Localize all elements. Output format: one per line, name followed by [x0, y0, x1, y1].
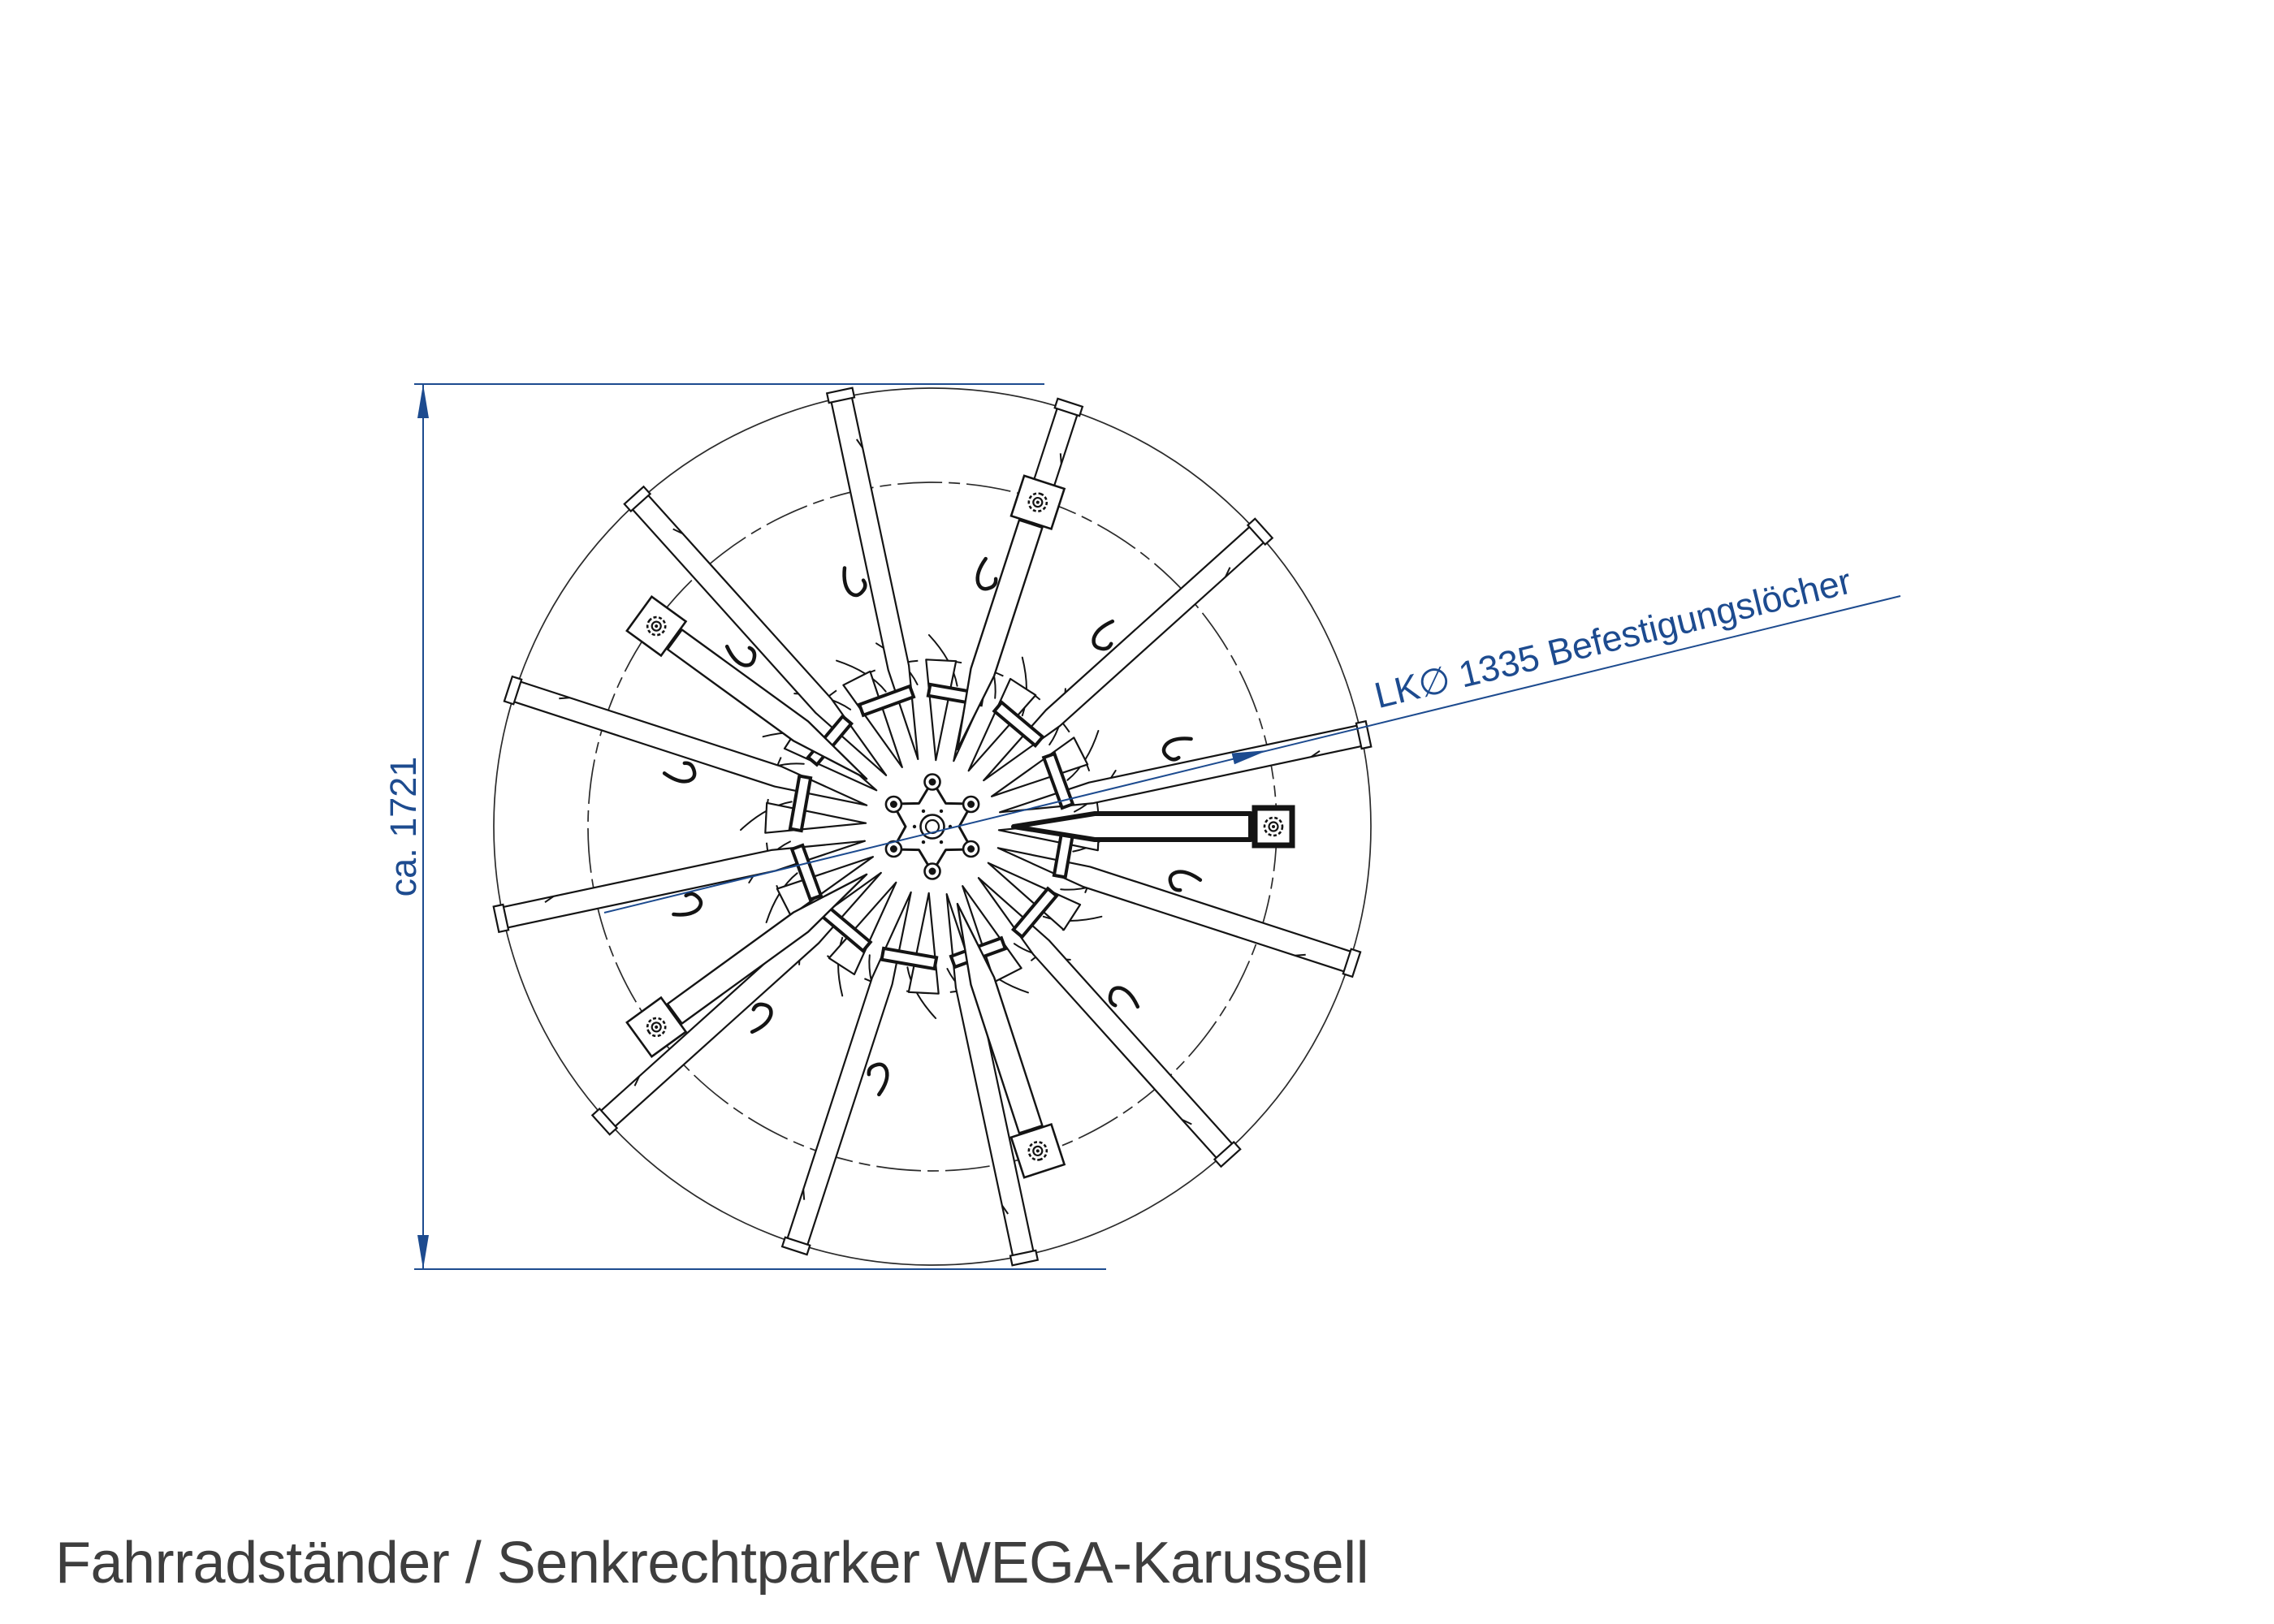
center-shaft: [919, 814, 945, 840]
anchor-plate: [1009, 474, 1066, 530]
anchor-plate: [625, 594, 688, 658]
foot-arm: [666, 873, 868, 1025]
arm-bracket: [1041, 751, 1075, 810]
foot-arm: [1011, 811, 1253, 842]
arm-end-cap: [623, 485, 652, 513]
leader-arrow-icon: [1231, 750, 1268, 765]
arm-end-cap: [1246, 517, 1274, 546]
arm-end-cap: [1213, 1140, 1242, 1168]
arm-end-cap: [1009, 1249, 1040, 1267]
hub-star-plate: [884, 773, 980, 880]
hook-icon: [1161, 736, 1193, 762]
wheel-hooks: [662, 556, 1203, 1097]
vertical-dimension: [414, 383, 1106, 1270]
hook-icon: [724, 644, 757, 667]
arm-bracket: [788, 774, 813, 833]
foot-arm: [666, 628, 868, 780]
anchor-feet: [625, 474, 1295, 1179]
drawing-title: Fahrradständer / Senkrechtparker WEGA-Ka…: [55, 1531, 1369, 1596]
hook-icon: [750, 1002, 773, 1034]
carrier-arms: [492, 387, 1373, 1267]
foot-arm: [956, 902, 1044, 1134]
hook-icon: [672, 892, 703, 917]
anchor-plate: [625, 996, 688, 1059]
foot-arm: [956, 519, 1044, 751]
anchor-plate: [1009, 1123, 1066, 1179]
hook-icon: [867, 1062, 889, 1097]
arm-end-cap: [825, 387, 856, 404]
hook-icon: [1092, 619, 1115, 651]
arm-end-cap: [590, 1107, 619, 1136]
arm-bracket: [880, 946, 939, 971]
arrow-down-icon: [417, 1235, 429, 1269]
arm-end-cap: [1342, 948, 1362, 978]
arm-end-cap: [780, 1236, 811, 1256]
hook-icon: [662, 761, 697, 784]
arm-bracket: [1010, 886, 1059, 939]
hook-icon: [1168, 870, 1203, 892]
arrow-up-icon: [417, 384, 429, 418]
outer-envelope-circle: [493, 387, 1372, 1266]
arm-bracket: [789, 843, 824, 902]
arm-end-cap: [1053, 397, 1084, 417]
arm-bracket: [992, 700, 1045, 749]
overall-height-dimension: ca. 1721: [383, 756, 424, 897]
arm-end-cap: [503, 675, 523, 706]
anchor-plate: [1252, 805, 1295, 849]
hook-icon: [842, 566, 867, 598]
hook-icon: [1108, 986, 1140, 1009]
hook-icon: [975, 556, 998, 591]
arm-bracket: [857, 684, 916, 718]
bolt-circle-leader: [603, 595, 1901, 914]
arm-end-cap: [492, 903, 510, 934]
